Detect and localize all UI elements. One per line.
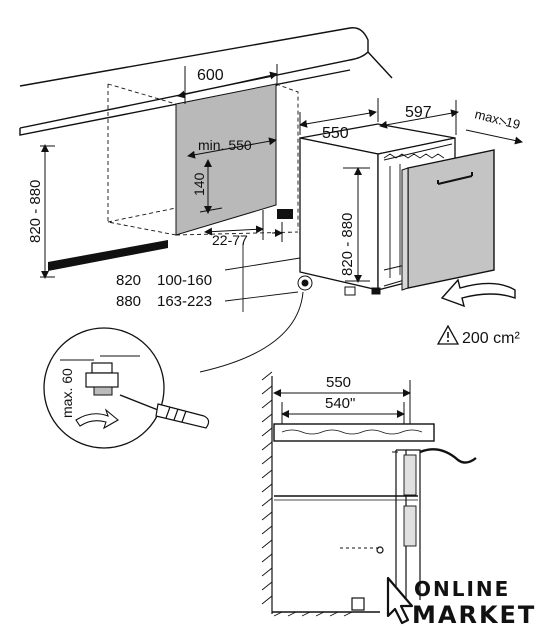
appliance-width-dimension	[379, 100, 459, 135]
side-depth-label: 550	[326, 374, 351, 391]
appliance-height-label: 820 - 880	[339, 213, 356, 276]
side-depth-dimension	[273, 380, 411, 424]
detail-callout-line	[199, 291, 304, 373]
niche-height-dimension	[40, 144, 55, 279]
side-section-view	[261, 371, 477, 617]
niche-depth-dimension	[187, 137, 277, 159]
appliance-height-dimension	[343, 167, 370, 283]
side-depth-inner-dimension	[281, 402, 405, 424]
logo-line2: MARKET	[412, 601, 536, 629]
niche-height-label: 820 - 880	[27, 180, 44, 243]
toe-kick-depth-label: 22-77	[212, 232, 248, 248]
appliance-depth-label: 550	[322, 125, 349, 142]
logo-line1: ONLINE	[414, 577, 510, 601]
appliance-width-label: 597	[405, 104, 432, 121]
door-offset-label: max. 19	[473, 106, 522, 132]
appliance-feet	[297, 275, 381, 296]
toe-kick-height-dimension	[199, 159, 223, 214]
foot-detail-circle	[43, 327, 165, 449]
foot-adjust-label: max. 60	[59, 368, 75, 418]
appliance-depth-dimension	[299, 98, 379, 135]
niche-back-panel	[175, 83, 277, 236]
warning-icon	[436, 324, 460, 345]
ventilation-label: 200 cm²	[462, 330, 520, 347]
rack-detail	[383, 153, 445, 159]
airflow-arrow-icon	[440, 278, 516, 308]
plinth-block	[277, 209, 293, 219]
screwdriver-icon	[119, 394, 210, 429]
adjust-row2-height: 880	[116, 293, 141, 310]
dishwasher-door	[401, 149, 495, 291]
adjust-row2-range: 163-223	[157, 293, 212, 310]
niche-depth-label: min. 550	[198, 137, 252, 153]
door-offset-dimension	[465, 117, 523, 145]
plinth-strip	[48, 240, 168, 271]
adjust-leaders	[224, 244, 301, 312]
toe-kick-depth-dimension	[204, 210, 264, 240]
niche-width-label: 600	[197, 67, 224, 84]
online-market-logo: ONLINE MARKET	[386, 576, 536, 629]
niche-width-dimension	[177, 64, 278, 104]
toe-kick-height-label: 140	[191, 172, 207, 196]
side-depth-inner-label: 540"	[325, 395, 355, 412]
adjust-row1-height: 820	[116, 272, 141, 289]
adjust-row1-range: 100-160	[157, 272, 212, 289]
